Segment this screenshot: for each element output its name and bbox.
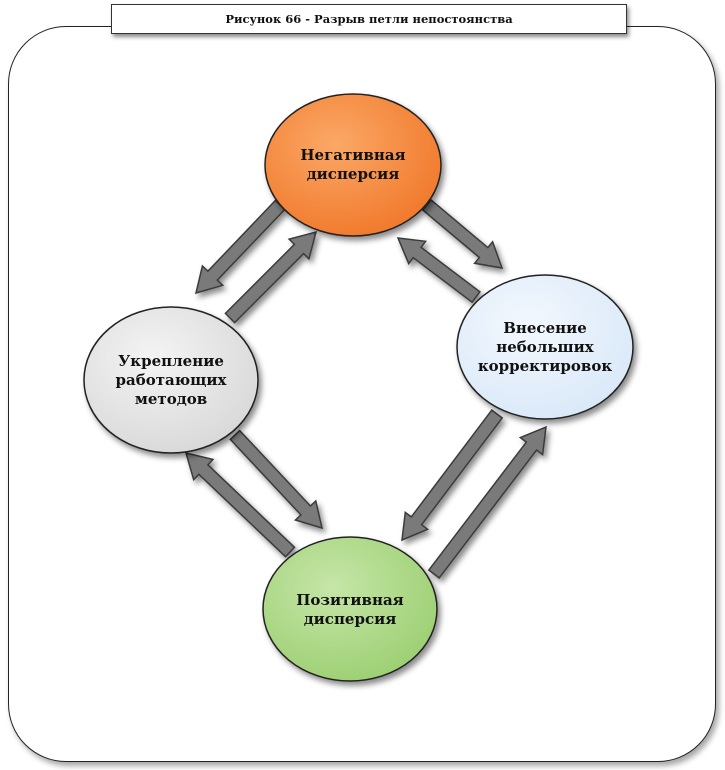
node-negative-dispersion (264, 93, 442, 237)
arrow-positive-to-reinforce (184, 451, 296, 558)
node-reinforce-methods-label: Укрепление работающих методов (115, 351, 227, 408)
node-positive-dispersion (262, 536, 438, 682)
node-small-corrections (456, 274, 634, 420)
figure-caption: Рисунок 66 - Разрыв петли непостоянства (111, 4, 627, 34)
arrow-corrections-to-positive (401, 409, 504, 542)
arrow-positive-to-corrections (427, 425, 547, 579)
arrow-negative-to-corrections (421, 198, 504, 269)
arrow-corrections-to-negative (396, 237, 481, 304)
node-positive-dispersion-label: Позитивная дисперсия (296, 591, 404, 628)
arrow-reinforce-to-positive (229, 429, 324, 530)
node-negative-dispersion-label: Негативная дисперсия (300, 146, 406, 183)
arrow-negative-to-reinforce (194, 199, 286, 295)
node-small-corrections-label: Внесение небольших корректировок (477, 318, 613, 375)
node-reinforce-methods (83, 306, 259, 454)
arrow-reinforce-to-negative (224, 230, 318, 324)
